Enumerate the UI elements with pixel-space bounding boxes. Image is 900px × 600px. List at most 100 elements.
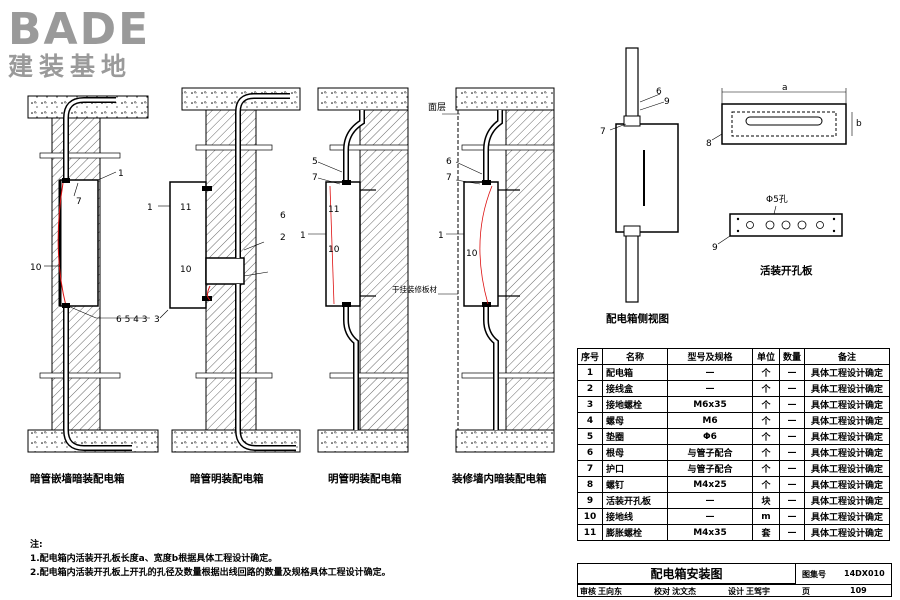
- callout-10: 10: [30, 263, 42, 273]
- side-view: 6 9 7 配电箱侧视图: [600, 47, 679, 325]
- callout-7: 7: [446, 173, 452, 183]
- slab-top: [317, 87, 409, 111]
- plate-detail: a b 8 Φ5孔 9 活装开孔板: [706, 83, 862, 277]
- table-cell: 具体工程设计确定: [804, 364, 890, 381]
- col-header: 单位: [752, 348, 780, 365]
- checker-name: 沈文杰: [672, 587, 696, 596]
- callout-1: 1: [438, 231, 444, 241]
- label-gypsum-board: 干挂装修板材: [392, 284, 437, 294]
- figure-3: 5 7 11 1 10 明管明装配电箱: [300, 87, 409, 485]
- table-cell: 个: [752, 444, 780, 461]
- table-cell: 7: [577, 460, 603, 477]
- table-cell: 具体工程设计确定: [804, 380, 890, 397]
- callout-10: 10: [328, 245, 340, 255]
- table-cell: —: [779, 396, 805, 413]
- table-cell: 护口: [602, 460, 668, 477]
- table-cell: 个: [752, 396, 780, 413]
- label-finish-layer: 面层: [428, 102, 446, 113]
- col-header: 备注: [804, 348, 890, 365]
- table-cell: 2: [577, 380, 603, 397]
- wall: [505, 109, 555, 431]
- callout-7: 7: [600, 127, 606, 137]
- note-line-2: 2.配电箱内活装开孔板上开孔的孔径及数量根据出线回路的数量及规格具体工程设计确定…: [30, 568, 391, 578]
- table-cell: m: [752, 508, 780, 525]
- title-block: 配电箱安装图 图集号 14DX010 审核 王向东 校对 沈文杰 设计 王驾宇 …: [577, 563, 892, 597]
- review-label: 审核: [580, 587, 596, 596]
- table-cell: —: [779, 492, 805, 509]
- junction-box: [205, 257, 245, 285]
- dim-b: b: [856, 119, 862, 129]
- table-cell: 具体工程设计确定: [804, 412, 890, 429]
- table-cell: 具体工程设计确定: [804, 444, 890, 461]
- logo-sub: 建装基地: [8, 52, 133, 81]
- table-cell: 接地螺栓: [602, 396, 668, 413]
- col-header: 型号及规格: [667, 348, 753, 365]
- callout-2: 2: [280, 233, 286, 243]
- parts-table-header: 序号 名称 型号及规格 单位 数量 备注: [577, 348, 890, 365]
- table-cell: —: [667, 508, 753, 525]
- table-cell: 个: [752, 412, 780, 429]
- table-cell: 具体工程设计确定: [804, 524, 890, 541]
- drawing-title: 配电箱安装图: [578, 564, 796, 584]
- table-cell: 1: [577, 364, 603, 381]
- table-cell: 膨胀螺栓: [602, 524, 668, 541]
- table-cell: 具体工程设计确定: [804, 508, 890, 525]
- table-cell: —: [779, 460, 805, 477]
- table-cell: 具体工程设计确定: [804, 492, 890, 509]
- beam-line: [39, 152, 121, 159]
- table-cell: 3: [577, 396, 603, 413]
- check-label: 校对: [654, 587, 670, 596]
- callout-7: 7: [312, 173, 318, 183]
- callout-9: 9: [664, 97, 670, 107]
- table-cell: M4x25: [667, 476, 753, 493]
- beam-line: [39, 372, 121, 379]
- callout-9: 9: [712, 243, 718, 253]
- page-label: 页: [802, 587, 810, 596]
- table-cell: 螺钉: [602, 476, 668, 493]
- box-side: [615, 123, 679, 233]
- notes-title: 注:: [30, 540, 43, 550]
- atlas-number: 14DX010: [844, 569, 885, 578]
- caption-plate: 活装开孔板: [760, 264, 813, 277]
- label-hole: Φ5孔: [766, 194, 788, 205]
- table-cell: 具体工程设计确定: [804, 428, 890, 445]
- table-cell: 4: [577, 412, 603, 429]
- table-cell: 套: [752, 524, 780, 541]
- logo-main: BADE: [8, 4, 151, 55]
- design-label: 设计: [728, 587, 744, 596]
- table-cell: —: [779, 444, 805, 461]
- notes: 注: 1.配电箱内活装开孔板长度a、宽度b根据具体工程设计确定。 2.配电箱内活…: [30, 538, 391, 580]
- table-cell: 10: [577, 508, 603, 525]
- table-cell: 个: [752, 364, 780, 381]
- slab-bottom: [455, 429, 555, 453]
- caption-fig1: 暗管嵌墙暗装配电箱: [30, 472, 125, 485]
- table-cell: 8: [577, 476, 603, 493]
- table-cell: 5: [577, 428, 603, 445]
- slab-bottom: [317, 429, 409, 453]
- caption-fig2: 暗管明装配电箱: [190, 472, 264, 485]
- distribution-box: [59, 179, 99, 307]
- table-cell: 配电箱: [602, 364, 668, 381]
- table-cell: —: [779, 412, 805, 429]
- wall: [359, 109, 409, 431]
- table-cell: 与管子配合: [667, 460, 753, 477]
- callout-7: 7: [76, 197, 82, 207]
- table-cell: 6: [577, 444, 603, 461]
- distribution-box: [325, 181, 361, 307]
- table-cell: 根母: [602, 444, 668, 461]
- callout-6: 6: [280, 211, 286, 221]
- designer-name: 王驾宇: [746, 587, 770, 596]
- page-number: 109: [850, 586, 867, 595]
- table-cell: 接地线: [602, 508, 668, 525]
- distribution-box: [169, 181, 207, 309]
- callout-3: 3: [154, 315, 160, 325]
- table-cell: —: [779, 380, 805, 397]
- callout-5: 5: [312, 157, 318, 167]
- reviewer-name: 王向东: [598, 587, 622, 596]
- table-cell: —: [667, 380, 753, 397]
